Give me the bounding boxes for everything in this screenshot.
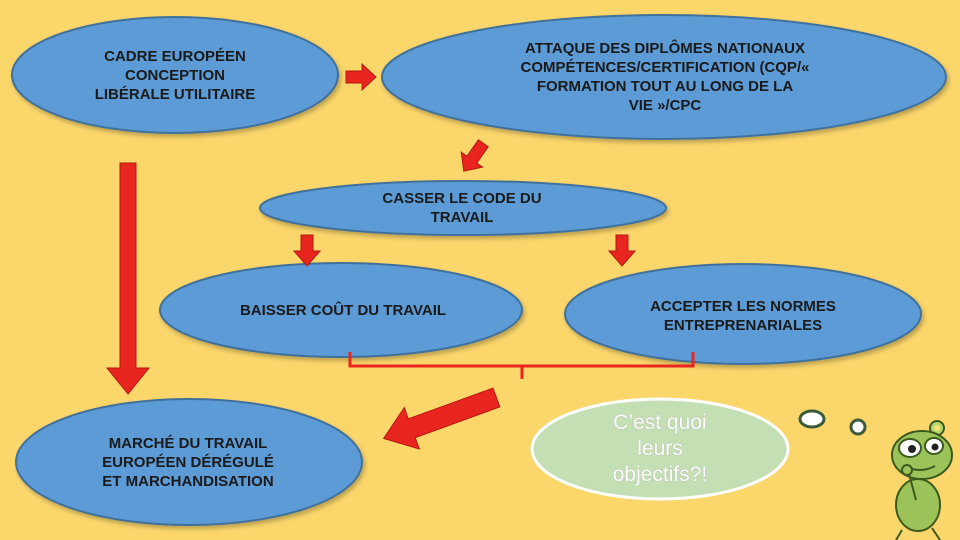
node-marche-shape: [15, 398, 363, 526]
node-cadre-shape: [11, 16, 339, 134]
node-cadre-label: CADRE EUROPÉEN CONCEPTION LIBÉRALE UTILI…: [94, 47, 256, 103]
arrow-right: [345, 62, 377, 92]
node-baisser-shape: [159, 262, 523, 358]
node-casser-shape: [259, 180, 667, 236]
thought-bubble-text: C’est quoi leurs objectifs?!: [612, 411, 708, 486]
bracket: [348, 352, 695, 379]
thought-dot-small: [849, 418, 867, 436]
arrow-down-right: [607, 234, 637, 267]
thought-dot-large: [798, 409, 826, 429]
node-attaque-label: ATTAQUE DES DIPLÔMES NATIONAUX COMPÉTENC…: [520, 40, 810, 114]
node-accepter-shape: [564, 263, 922, 365]
node-casser-label: CASSER LE CODE DU TRAVAIL: [382, 190, 542, 226]
arrow-long-down: [105, 162, 151, 395]
node-attaque-shape: [381, 14, 947, 140]
thinking-frog-icon: [891, 420, 953, 540]
node-baisser-label: BAISSER COÛT DU TRAVAIL: [239, 301, 447, 319]
arrow-diagonal-big: [382, 387, 501, 450]
node-marche-label: MARCHÉ DU TRAVAIL EUROPÉEN DÉRÉGULÉ ET M…: [102, 434, 274, 490]
arrow-down-left: [292, 234, 322, 267]
arrow-diagonal-1: [460, 139, 489, 172]
node-accepter-label: ACCEPTER LES NORMES ENTREPRENARIALES: [650, 298, 836, 334]
thought-bubble-shape: [530, 397, 790, 501]
